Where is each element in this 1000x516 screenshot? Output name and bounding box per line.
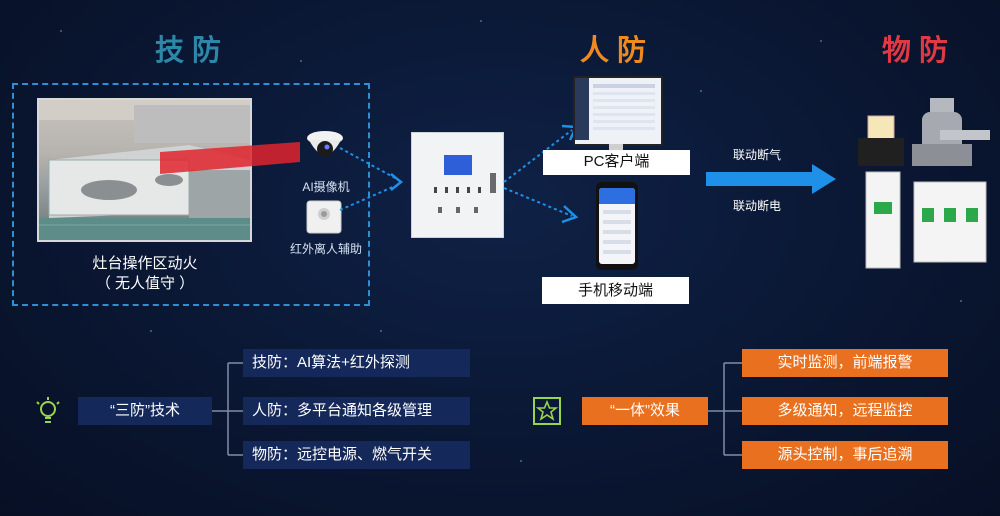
background-star (480, 20, 482, 22)
mobile-client-label: 手机移动端 (542, 277, 689, 304)
panel-handle (490, 173, 496, 193)
background-star (380, 330, 382, 332)
lightbulb-icon (36, 397, 60, 423)
background-star (700, 90, 702, 92)
pc-client-label: PC客户端 (543, 150, 690, 175)
phone-screen (599, 188, 635, 264)
stove-label-line1: 灶台操作区动火 (92, 255, 198, 272)
integrated-title: “一体”效果 (582, 397, 708, 425)
infrared-label: 红外离人辅助 (289, 242, 362, 256)
panel-buttons (434, 187, 484, 193)
power-cutoff-label: 联动断电 (733, 199, 782, 213)
integrated-item-notification: 多级通知，远程监控 (742, 397, 948, 425)
panel-keys (438, 207, 478, 213)
physical-devices-group (858, 98, 990, 269)
integrated-item-control: 源头控制，事后追溯 (742, 441, 948, 469)
control-panel-icon (411, 132, 504, 238)
smartphone-icon (596, 182, 638, 270)
infrared-sensor-icon (306, 200, 342, 234)
heading-tech: 技防 (155, 33, 230, 67)
three-defense-title: “三防”技术 (78, 397, 212, 425)
background-star (300, 60, 302, 62)
relay-icon (858, 115, 904, 166)
stove-label-line2: （ 无人值守 ） (95, 275, 195, 292)
three-defense-item-tech: 技防：AI算法+红外探测 (243, 349, 470, 377)
monitor-content (593, 92, 655, 132)
circuit-breaker-icon (865, 171, 987, 269)
monitor-header (593, 84, 655, 88)
three-defense-item-things: 物防：远控电源、燃气开关 (243, 441, 470, 469)
phone-content (603, 210, 631, 258)
integrated-item-monitoring: 实时监测，前端报警 (742, 349, 948, 377)
background-star (150, 330, 152, 332)
heading-things: 物防 (882, 33, 957, 67)
gas-cutoff-label: 联动断气 (733, 148, 782, 162)
linkage-arrow (706, 164, 836, 194)
camera-detection-beam (160, 142, 300, 174)
background-star (960, 300, 962, 302)
camera-label: AI摄像机 (302, 180, 350, 194)
monitor-sidebar (575, 78, 589, 140)
integrated-bracket (708, 362, 742, 456)
tech-region-box (12, 83, 370, 306)
three-defense-bracket (212, 362, 244, 456)
background-star (520, 460, 522, 462)
panel-screen (444, 155, 472, 175)
star-badge-icon (533, 397, 561, 425)
phone-header (599, 188, 635, 204)
gas-valve-icon (912, 98, 990, 166)
background-star (820, 40, 822, 42)
monitor-stand (609, 144, 623, 150)
pc-monitor-icon (573, 76, 663, 146)
three-defense-item-people: 人防：多平台通知各级管理 (243, 397, 470, 425)
device-to-panel-connector (339, 147, 404, 211)
heading-people: 人防 (580, 33, 655, 67)
background-star (60, 30, 62, 32)
camera-icon (307, 131, 343, 157)
